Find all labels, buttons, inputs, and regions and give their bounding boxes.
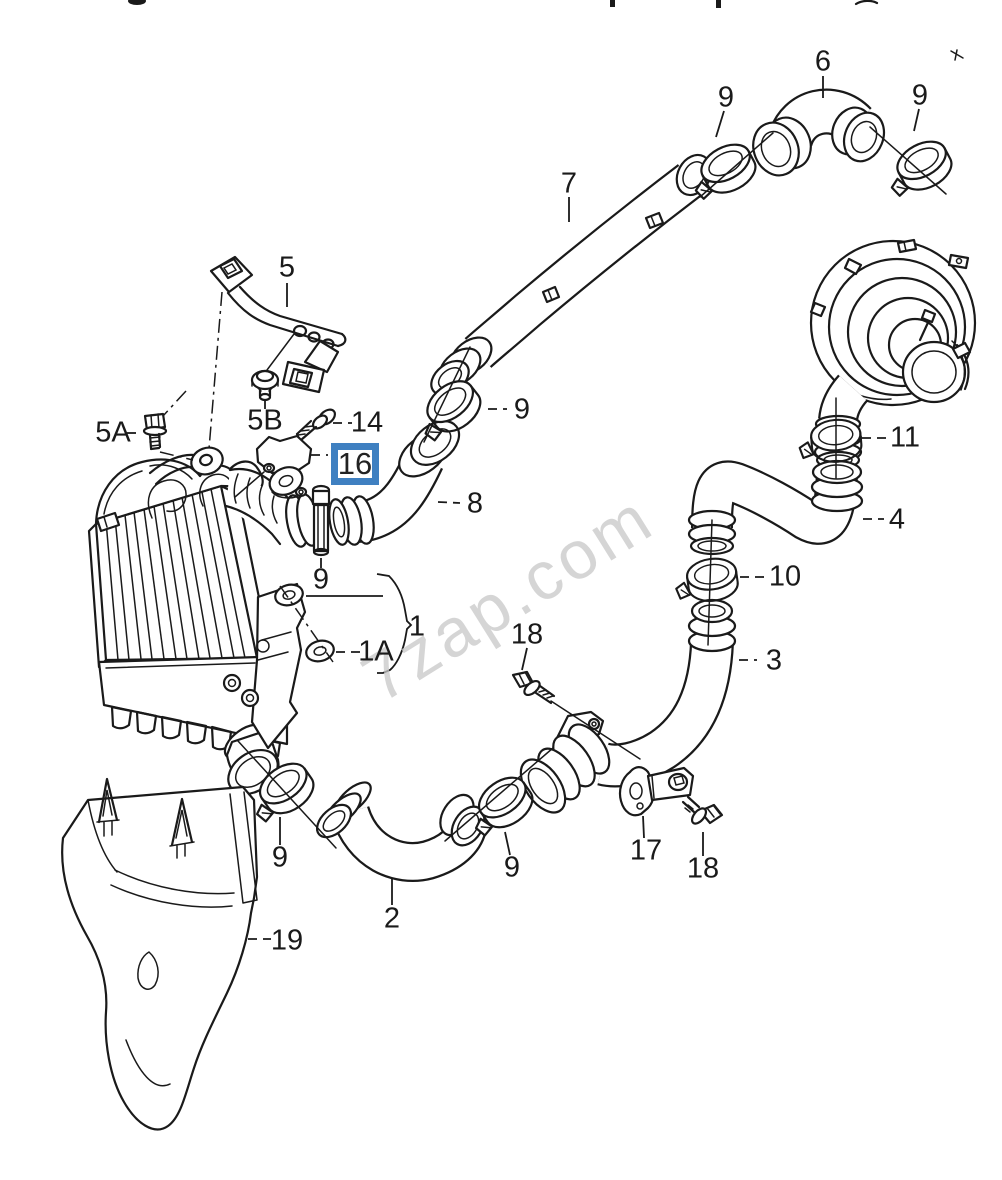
- part-label-5A[interactable]: 5A: [95, 416, 131, 449]
- clamp-9-elbow6-right[interactable]: [878, 132, 959, 205]
- part-label-9-clamp-pipe7[interactable]: 9: [513, 393, 531, 426]
- pipe-7[interactable]: [425, 149, 718, 402]
- clamp-9-side-view[interactable]: [311, 484, 331, 557]
- part-label-11[interactable]: 11: [889, 421, 921, 454]
- bracket-5[interactable]: [209, 255, 347, 394]
- highlighted-part-number: 16: [337, 445, 373, 481]
- part-label-2[interactable]: 2: [383, 902, 401, 935]
- clamp-10[interactable]: [671, 554, 741, 607]
- part-label-17[interactable]: 17: [629, 834, 663, 867]
- screw-14[interactable]: [295, 407, 338, 443]
- turbocharger[interactable]: [809, 238, 977, 470]
- part-label-7[interactable]: 7: [560, 167, 578, 200]
- hose-2[interactable]: [311, 777, 491, 882]
- part-label-3[interactable]: 3: [765, 644, 783, 677]
- part-label-5B[interactable]: 5B: [247, 404, 283, 437]
- elbow-hose-6[interactable]: [745, 88, 890, 183]
- hose-8[interactable]: [326, 412, 467, 546]
- part-label-6[interactable]: 6: [814, 45, 832, 78]
- bracket-17[interactable]: [618, 766, 695, 817]
- nut-5b[interactable]: [250, 369, 280, 402]
- coupling-sleeve[interactable]: [512, 710, 617, 820]
- mounting-bracket-assembly-1[interactable]: [222, 582, 336, 750]
- part-label-9-clamp-elbow6-right[interactable]: 9: [911, 79, 929, 112]
- part-label-9-clamp-coupling[interactable]: 9: [503, 851, 521, 884]
- construction-lines: [159, 126, 947, 849]
- air-duct-19[interactable]: [61, 777, 259, 1131]
- part-label-18-top[interactable]: 18: [510, 618, 544, 651]
- sensor-16[interactable]: [255, 434, 313, 500]
- part-label-1[interactable]: 1: [408, 610, 426, 643]
- part-label-5[interactable]: 5: [278, 251, 296, 284]
- part-label-19[interactable]: 19: [270, 924, 304, 957]
- cropped-text-fragments: [128, 0, 964, 61]
- highlight-box-part-16[interactable]: 16: [331, 443, 379, 485]
- hose-4[interactable]: [687, 459, 864, 556]
- elbow-hose-3[interactable]: [597, 598, 737, 788]
- part-label-9-clamp-outlet[interactable]: 9: [271, 841, 289, 874]
- bolt-5a[interactable]: [142, 412, 168, 451]
- part-label-14[interactable]: 14: [350, 406, 384, 439]
- bolt-18-bottom[interactable]: [681, 795, 724, 826]
- part-label-9-clamp-elbow6-left[interactable]: 9: [717, 81, 735, 114]
- part-label-10[interactable]: 10: [768, 560, 802, 593]
- part-label-18-bottom[interactable]: 18: [686, 852, 720, 885]
- bolt-18-top[interactable]: [511, 670, 556, 705]
- rubber-grommet-1a: [305, 639, 335, 663]
- leader-lines: [127, 76, 920, 940]
- part-label-8[interactable]: 8: [466, 487, 484, 520]
- part-label-9-clamp-hose8[interactable]: 9: [312, 563, 330, 596]
- part-label-4[interactable]: 4: [888, 503, 906, 536]
- part-label-1A[interactable]: 1A: [358, 635, 394, 668]
